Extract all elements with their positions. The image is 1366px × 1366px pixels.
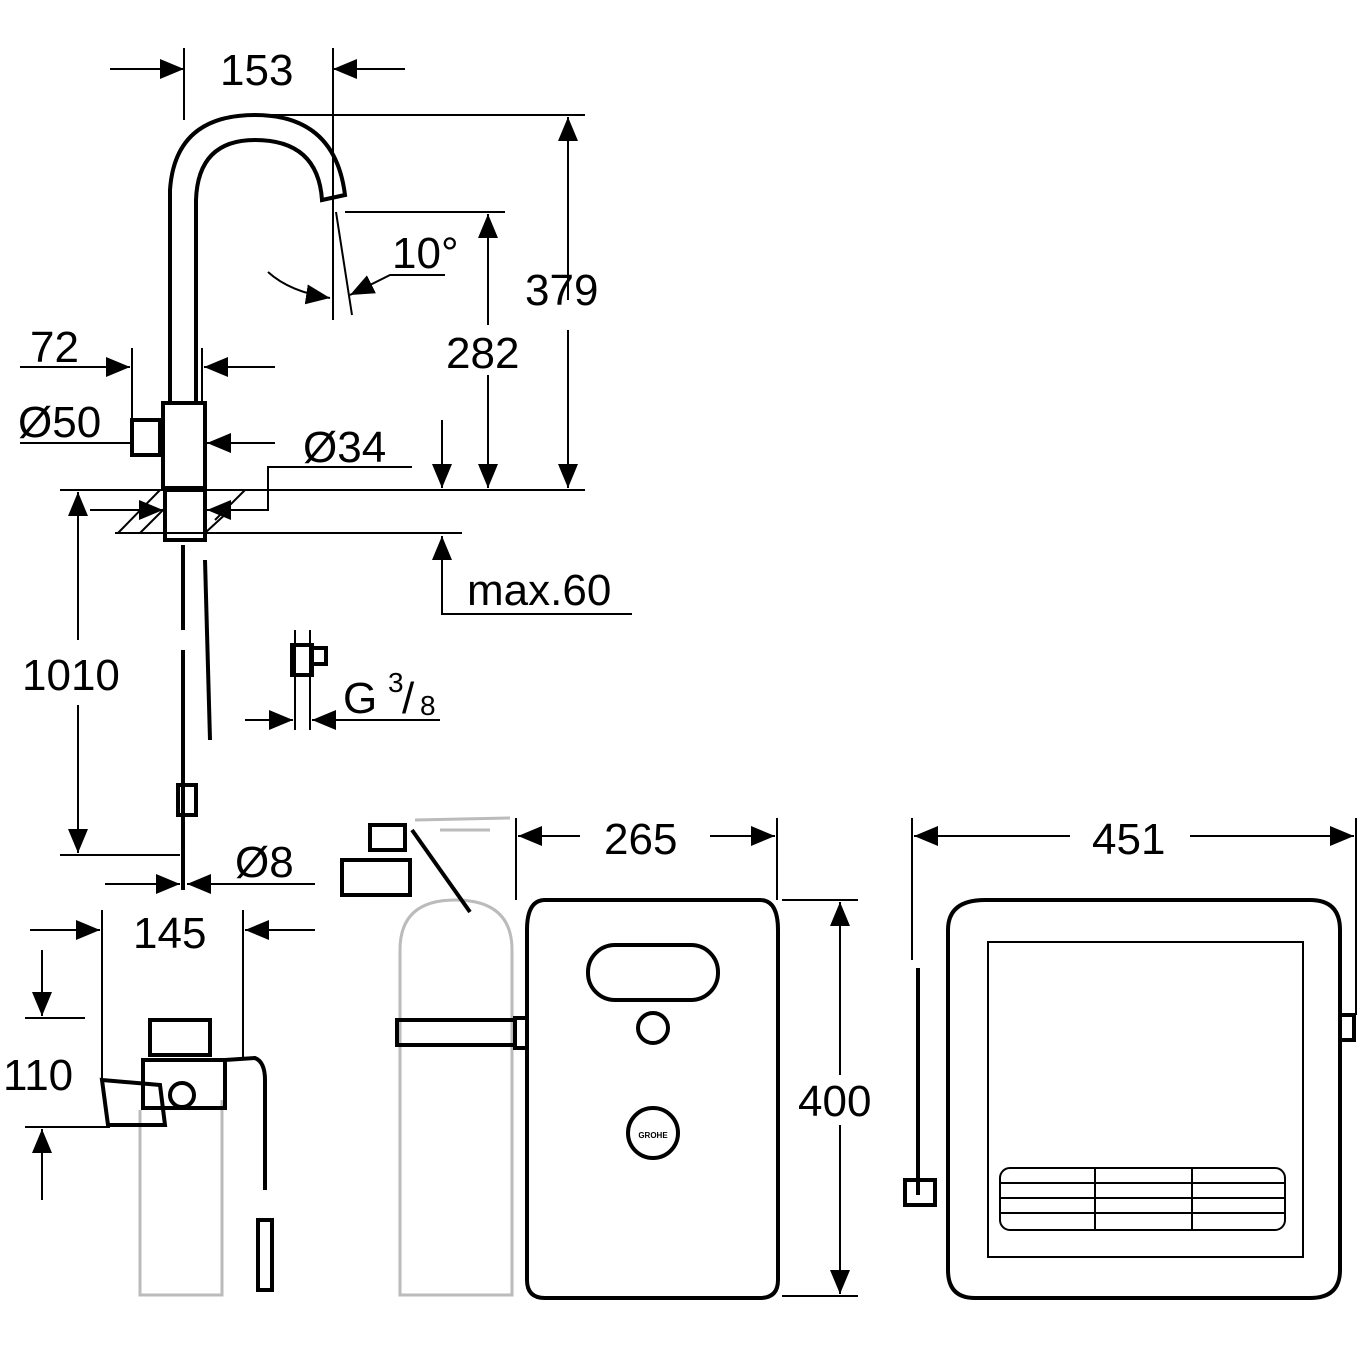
dim-chiller-depth: 265 <box>604 815 677 864</box>
dim-connection-denominator: 8 <box>420 690 436 721</box>
dim-lever-offset: 72 <box>30 323 79 372</box>
dim-total-height: 379 <box>525 266 598 315</box>
dim-filter-head-height: 110 <box>3 1051 73 1100</box>
dim-body-diameter: Ø34 <box>303 423 386 472</box>
grohe-blue-logo: GROHE <box>638 1131 668 1140</box>
co2-bottle-drawing <box>340 816 529 1297</box>
dim-hose-length: 1010 <box>22 651 120 700</box>
dim-base-diameter: Ø50 <box>18 398 101 447</box>
faucet-drawing <box>60 112 585 890</box>
faucet-dimensions: 153 379 282 10° 72 Ø50 Ø34 max.60 1010 G… <box>18 46 632 894</box>
dim-spout-reach: 153 <box>220 46 293 95</box>
dim-connection-label: G <box>343 674 377 723</box>
dim-outlet-height: 282 <box>446 329 519 378</box>
dim-connection-numerator: 3 <box>388 667 404 698</box>
dim-spout-angle: 10° <box>392 229 459 278</box>
dim-chiller-height: 400 <box>798 1077 871 1126</box>
filter-drawing: 145 110 <box>3 909 315 1297</box>
fraction-slash: / <box>402 674 415 723</box>
chiller-front-drawing: 451 <box>903 815 1357 1300</box>
dim-filter-width: 145 <box>133 909 206 958</box>
dim-chiller-width: 451 <box>1092 815 1165 864</box>
dim-hose-diameter: Ø8 <box>235 838 294 887</box>
chiller-side-drawing: GROHE 265 400 <box>515 815 871 1300</box>
dim-max-counter-thickness: max.60 <box>467 566 611 615</box>
